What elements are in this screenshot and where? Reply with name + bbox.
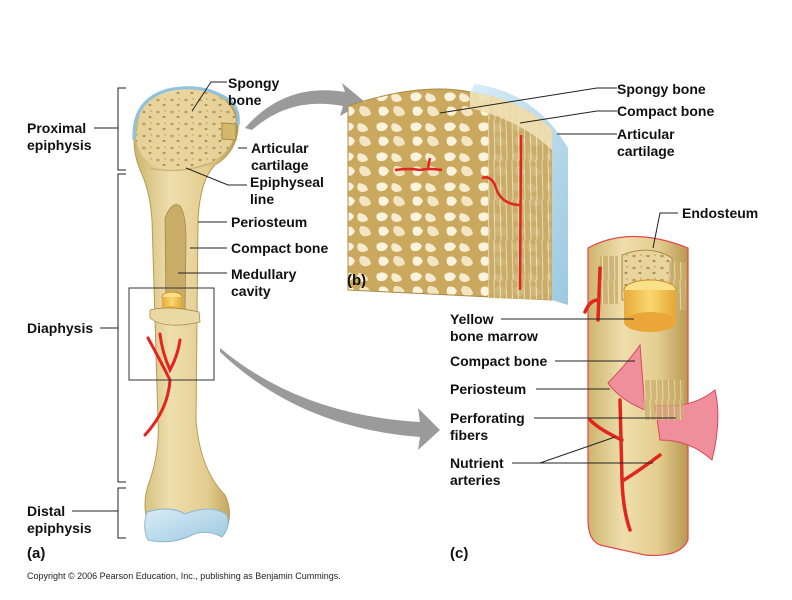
inset-box: [128, 287, 215, 381]
blood-vessels: [394, 134, 523, 291]
label-compact-bone-c: Compact bone: [450, 353, 548, 369]
panel-label-b: (b): [347, 272, 367, 289]
bone-shaft: [133, 87, 239, 529]
arrow-to-panel-b: [245, 83, 365, 130]
label-periosteum-c: Periosteum: [450, 381, 527, 397]
medullary-cavity: [164, 204, 187, 313]
articular-cartilage-layer: [470, 84, 568, 305]
articular-cartilage-cap: [132, 86, 240, 141]
diaphysis-section: [583, 235, 719, 557]
label-medullary-cavity: Medullary cavity: [231, 266, 297, 299]
perforating-fibers: [644, 380, 684, 420]
panel-c-leader-lines: [501, 212, 678, 464]
long-bone-drawing: [128, 86, 240, 543]
spongy-bone-block: [347, 84, 568, 305]
copyright-notice: Copyright © 2006 Pearson Education, Inc.…: [27, 571, 341, 581]
label-distal-epiphysis: Distal epiphysis: [27, 503, 92, 536]
label-diaphysis: Diaphysis: [27, 320, 94, 336]
panel-label-c: (c): [450, 545, 469, 562]
panel-label-a: (a): [27, 545, 46, 562]
label-periosteum-a: Periosteum: [231, 214, 308, 230]
label-articular-cartilage-b: Articular cartilage: [617, 126, 675, 159]
region-brackets: [72, 87, 126, 539]
nutrient-arteries: [583, 266, 662, 532]
label-proximal-epiphysis: Proximal epiphysis: [27, 120, 92, 153]
distal-articular-cartilage: [144, 508, 229, 543]
panel-a-leader-lines: [178, 81, 247, 274]
label-articular-cartilage-a: Articular cartilage: [251, 140, 309, 173]
label-epiphyseal-line: Epiphyseal line: [250, 174, 324, 207]
panel-b-leader-lines: [439, 87, 617, 135]
label-nutrient-arteries: Nutrient arteries: [450, 455, 504, 488]
periosteum-flap: [607, 343, 719, 461]
label-spongy-bone-b: Spongy bone: [617, 81, 706, 97]
label-perforating-fibers: Perforating fibers: [450, 410, 525, 443]
label-compact-bone-b: Compact bone: [617, 103, 715, 119]
label-spongy-bone-a: Spongy bone: [228, 75, 280, 108]
label-compact-bone-a: Compact bone: [231, 240, 329, 256]
arrow-to-panel-c: [220, 348, 440, 450]
label-endosteum: Endosteum: [682, 205, 759, 221]
label-yellow-bone-marrow: Yellow bone marrow: [450, 311, 538, 344]
